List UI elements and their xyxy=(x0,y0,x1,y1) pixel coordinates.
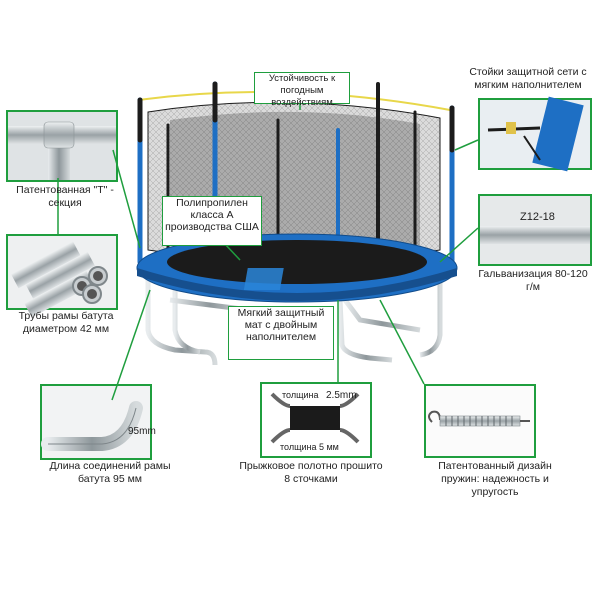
tubes-label: Трубы рамы батута диаметром 42 мм xyxy=(18,310,114,335)
jumping-mat xyxy=(167,240,427,284)
tubes-photo xyxy=(6,234,118,318)
t-section-photo xyxy=(6,110,118,182)
polypropylene-note: Полипропилен класса А производства США xyxy=(162,196,262,246)
springs-label: Патентованный дизайн пружин: надежность … xyxy=(438,460,552,498)
stability-note: Устойчивость к погодным воздействиям xyxy=(254,72,350,108)
net-poles-label: Стойки защитной сети с мягким наполнител… xyxy=(469,66,587,91)
thickness-bottom: толщина 5 мм xyxy=(280,442,339,452)
t-section-label: Патентованная "T" - секция xyxy=(16,184,114,209)
thickness-top-label: толщина xyxy=(282,390,319,400)
jump-mat-photo: толщина 2.5mm толщина 5 мм xyxy=(260,382,372,458)
joint-length-mark: 95mm xyxy=(128,426,156,437)
galvanization-code: Z12-18 xyxy=(520,211,555,223)
spring-photo xyxy=(424,384,536,458)
galvanization-photo: Z12-18 xyxy=(478,194,592,266)
joint-length-label: Длина соединений рамы батута 95 мм xyxy=(49,460,171,485)
joint-photo: 95mm xyxy=(40,384,156,460)
soft-mat-note: Мягкий защитный мат с двойным наполнител… xyxy=(228,306,334,360)
net-poles xyxy=(137,81,455,288)
net-pole-photo xyxy=(478,96,592,172)
thickness-top-value: 2.5mm xyxy=(326,390,357,401)
galvanization-label: Гальванизация 80-120 г/м xyxy=(478,268,588,293)
jump-mat-label: Прыжковое полотно прошито 8 сточками xyxy=(239,460,383,485)
